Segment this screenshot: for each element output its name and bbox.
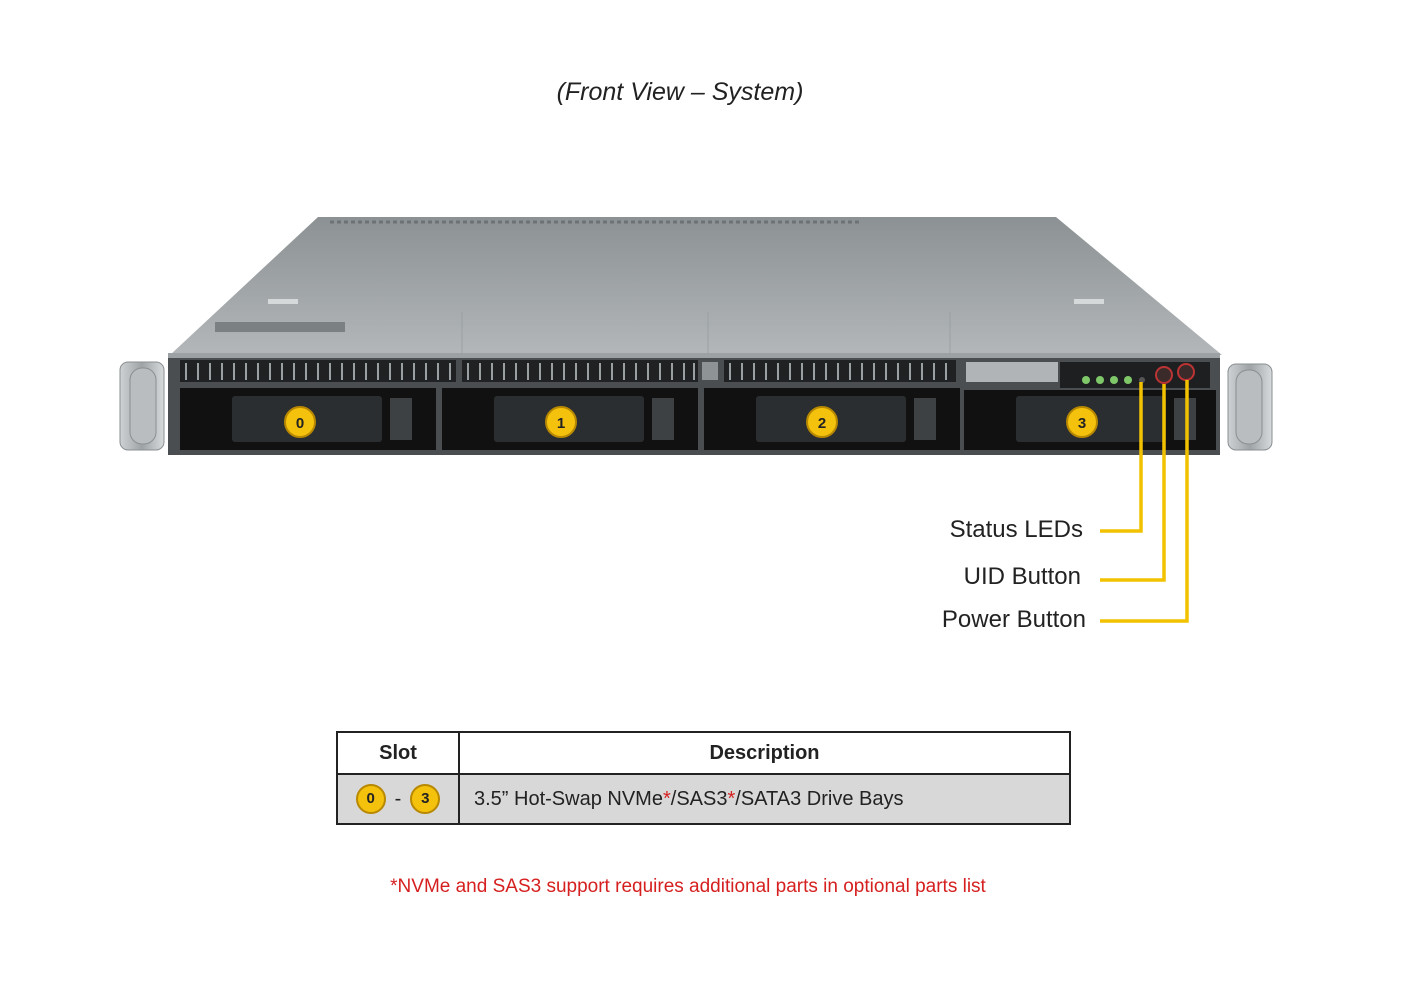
power-button-label: Power Button	[941, 606, 1086, 633]
description-part: /SAS3	[670, 787, 728, 810]
table-header-row: Slot Description	[336, 731, 1071, 775]
table-row: 0-3 3.5” Hot-Swap NVMe*/SAS3*/SATA3 Driv…	[336, 773, 1071, 825]
slot-description-cell: 3.5” Hot-Swap NVMe*/SAS3*/SATA3 Drive Ba…	[458, 773, 1071, 825]
slot-range-cell: 0-3	[336, 773, 460, 825]
slot-badge-end: 3	[410, 784, 441, 814]
power-button	[1177, 363, 1195, 381]
page-title: (Front View – System)	[556, 78, 804, 106]
bay-badge-2: 2	[806, 406, 838, 438]
description-part: 3.5” Hot-Swap NVMe	[474, 787, 663, 810]
chassis-top-cover	[170, 217, 1222, 355]
footnote-marker: *	[662, 787, 671, 810]
front-vents	[180, 360, 956, 382]
uid-button	[1155, 366, 1173, 384]
svg-text:0: 0	[296, 415, 304, 432]
bay-badge-0: 0	[284, 406, 316, 438]
description-part: /SATA3 Drive Bays	[735, 787, 904, 810]
slot-range-separator: -	[394, 787, 402, 810]
svg-text:1: 1	[557, 415, 565, 432]
svg-text:2: 2	[818, 415, 826, 432]
status-leds-leader-line	[1100, 382, 1143, 533]
uid-button-label: UID Button	[963, 563, 1081, 590]
status-leds-label: Status LEDs	[949, 516, 1083, 543]
server-front-illustration: 0 1 2 3	[119, 217, 1273, 623]
status-leds	[1082, 376, 1145, 384]
power-button-leader-line	[1100, 380, 1189, 623]
footnote-marker: *	[727, 787, 736, 810]
uid-button-leader-line	[1100, 384, 1166, 582]
slot-column-header: Slot	[336, 731, 460, 775]
slot-badge-start: 0	[355, 784, 386, 814]
footnote-text: *NVMe and SAS3 support requires addition…	[390, 876, 986, 897]
slot-description-table: Slot Description 0-3 3.5” Hot-Swap NVMe*…	[336, 731, 1071, 825]
description-column-header: Description	[458, 731, 1071, 775]
bay-badge-3: 3	[1066, 406, 1098, 438]
svg-text:3: 3	[1078, 415, 1086, 432]
bay-badge-1: 1	[545, 406, 577, 438]
